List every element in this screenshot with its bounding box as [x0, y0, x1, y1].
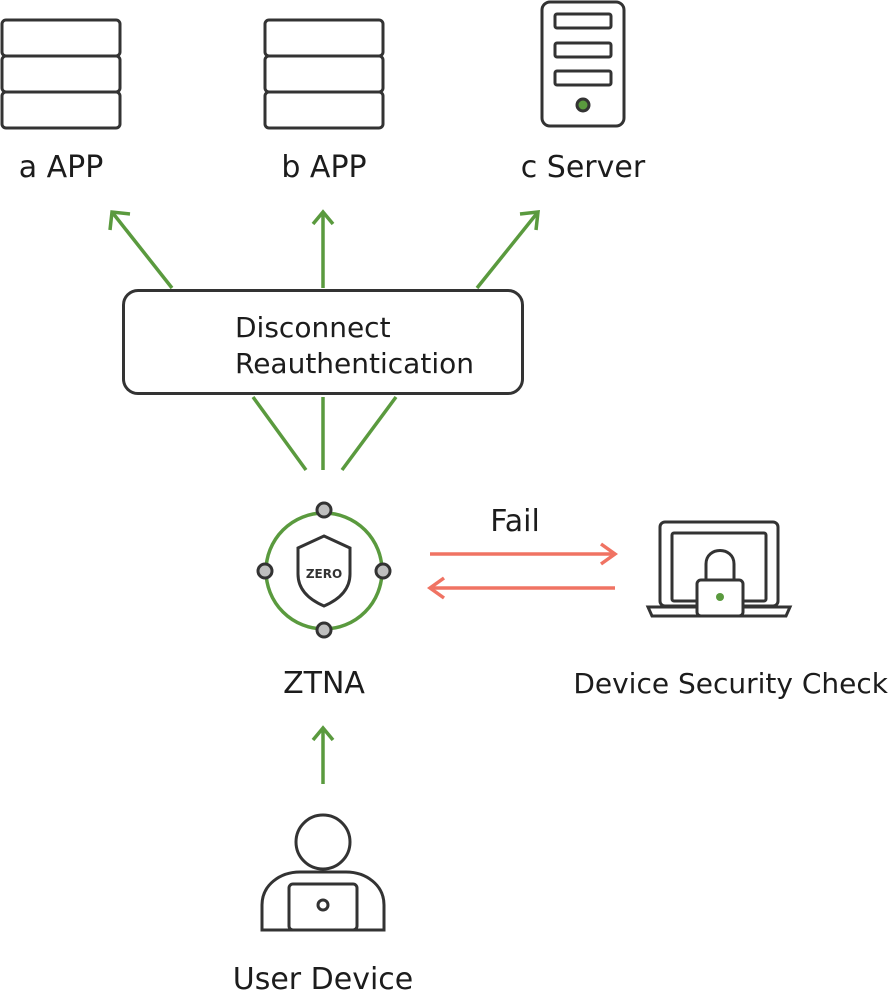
disconnect-box — [122, 289, 524, 395]
b-app-label: b APP — [281, 150, 367, 185]
user-device-label: User Device — [232, 962, 414, 997]
fail-label: Fail — [490, 504, 540, 539]
box-line-1: Disconnect — [235, 311, 391, 344]
device-check-label: Device Security Check — [573, 667, 888, 700]
user-to-ztna-arrow — [311, 725, 335, 784]
c-server-label: c Server — [520, 150, 646, 185]
box-line-2: Reauthentication — [235, 347, 474, 380]
ztna-to-box-lines — [251, 395, 398, 472]
ztna-label: ZTNA — [283, 666, 365, 701]
user-device-icon — [260, 813, 386, 932]
a-app-label: a APP — [18, 150, 104, 185]
app-a-icon — [0, 18, 122, 130]
disconnect-box-text: Disconnect Reauthentication — [235, 310, 474, 382]
ztna-icon — [256, 501, 392, 639]
access-arrows — [108, 209, 540, 290]
ztna-badge-text: ZERO — [306, 567, 342, 581]
laptop-lock-icon — [645, 520, 793, 618]
device-check-arrows — [426, 542, 619, 600]
server-icon — [540, 0, 626, 128]
app-b-icon — [263, 18, 385, 130]
